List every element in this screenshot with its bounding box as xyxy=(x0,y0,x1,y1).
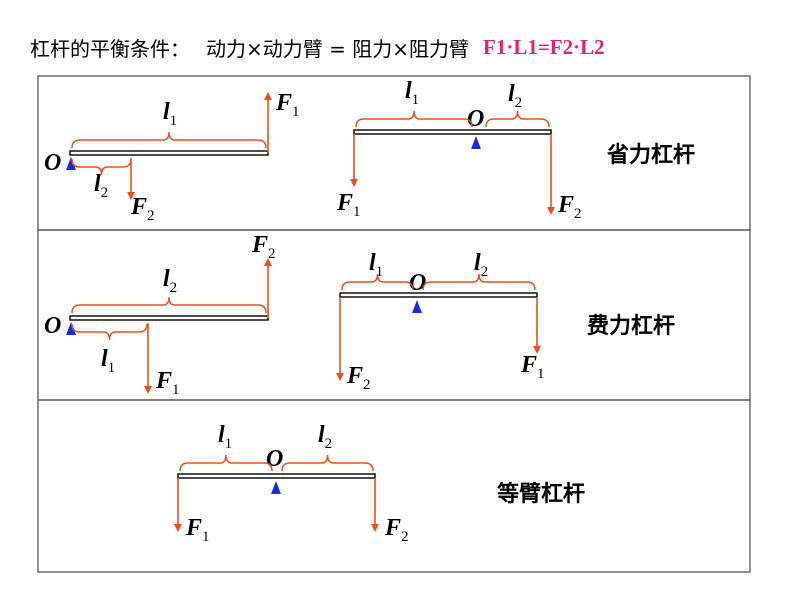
p2a-brace-l1 xyxy=(71,323,148,341)
p2b-label-l1: l1 xyxy=(369,250,383,280)
p1a-brace-l2 xyxy=(71,158,132,176)
p2b-label-f1: F1 xyxy=(520,352,545,382)
p3-label-o: O xyxy=(266,446,283,472)
p1a-fulcrum xyxy=(66,157,76,170)
panel-2-type-label: 费力杠杆 xyxy=(587,313,675,339)
p1a-label-o: O xyxy=(44,150,61,176)
p2a-brace-l2 xyxy=(71,296,267,314)
p2b-brace-l2 xyxy=(422,273,536,291)
p2a-lever xyxy=(69,315,269,321)
p1b-label-l1: l1 xyxy=(405,78,419,108)
p1b-brace-l2 xyxy=(485,110,550,128)
p3-label-f1: F1 xyxy=(185,515,210,545)
p1a-lever xyxy=(69,150,269,156)
header-rule: 动力×动力臂 = 阻力×阻力臂 xyxy=(206,36,469,61)
p1a-label-f2: F2 xyxy=(130,194,155,224)
header-prefix: 杠杆的平衡条件： xyxy=(30,36,190,61)
p2a-fulcrum xyxy=(66,322,76,335)
p1b-label-f1: F1 xyxy=(336,190,361,220)
header-formula: F1·L1=F2·L2 xyxy=(483,34,605,59)
p1a-label-f1: F1 xyxy=(275,90,300,120)
p2b-label-f2: F2 xyxy=(346,363,371,393)
p3-label-l2: l2 xyxy=(318,422,332,452)
p1b-brace-l1 xyxy=(355,110,473,128)
p2a-label-o: O xyxy=(44,313,61,339)
p2b-label-o: O xyxy=(409,270,426,296)
p3-label-l1: l1 xyxy=(218,422,232,452)
p2a-label-f2: F2 xyxy=(251,232,276,262)
p1b-label-l2: l2 xyxy=(508,81,522,111)
p3-fulcrum xyxy=(271,481,281,494)
p2a-label-l2: l2 xyxy=(163,266,177,296)
panel-3-type-label: 等臂杠杆 xyxy=(497,481,585,507)
p1b-label-f2: F2 xyxy=(557,192,582,222)
p1a-label-l1: l1 xyxy=(163,99,177,129)
p1b-fulcrum xyxy=(471,136,481,149)
p2b-brace-l1 xyxy=(341,273,414,291)
p1b-label-o: O xyxy=(467,106,484,132)
p2b-lever xyxy=(339,292,538,298)
p2b-fulcrum xyxy=(412,300,422,313)
p3-lever xyxy=(177,473,376,479)
p1a-brace-l1 xyxy=(71,131,267,149)
panel-frame-3 xyxy=(37,399,751,573)
p3-brace-l1 xyxy=(179,454,273,472)
p1a-label-l2: l2 xyxy=(94,171,108,201)
p3-label-f2: F2 xyxy=(384,515,409,545)
p2a-label-f1: F1 xyxy=(155,368,180,398)
p2b-label-l2: l2 xyxy=(474,250,488,280)
p2a-label-l1: l1 xyxy=(101,346,115,376)
panel-1-type-label: 省力杠杆 xyxy=(606,142,695,168)
p1b-lever xyxy=(353,129,552,135)
header: 杠杆的平衡条件： 动力×动力臂 = 阻力×阻力臂 F1·L1=F2·L2 xyxy=(30,30,605,64)
p3-brace-l2 xyxy=(281,454,374,472)
